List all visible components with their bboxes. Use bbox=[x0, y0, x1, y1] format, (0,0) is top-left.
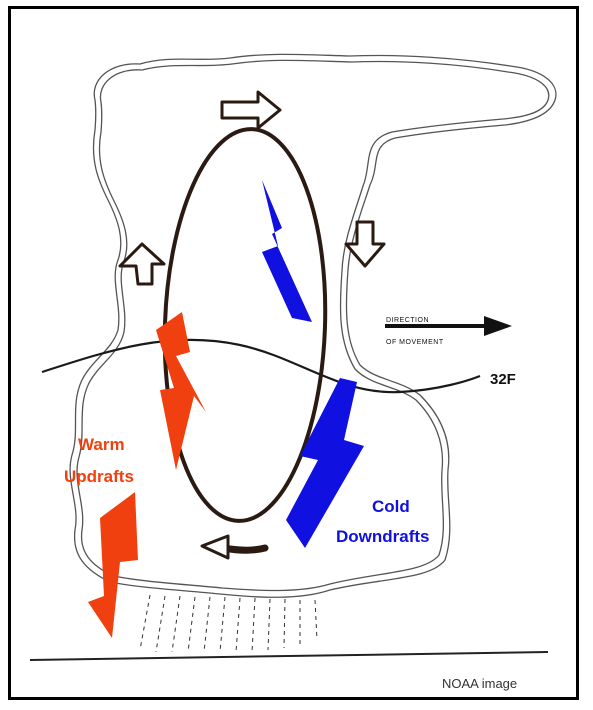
direction-label-line1: DIRECTION bbox=[386, 317, 429, 324]
warm-updrafts-label-line1: Warm bbox=[78, 435, 125, 454]
cold-downdraft-bolt bbox=[262, 180, 364, 548]
cold-downdrafts-label-line2: Downdrafts bbox=[336, 527, 430, 546]
hollow-arrow-icon bbox=[202, 536, 265, 558]
freezing-level-label: 32F bbox=[490, 371, 516, 388]
warm-updrafts-label-line2: Updrafts bbox=[64, 467, 134, 486]
hollow-arrow-icon bbox=[222, 92, 280, 128]
rain-streaks bbox=[140, 595, 317, 652]
hollow-arrow-icon bbox=[346, 222, 384, 266]
direction-label-line2: OF MOVEMENT bbox=[386, 339, 444, 346]
cold-downdrafts-label-line1: Cold bbox=[372, 497, 410, 516]
ground-line bbox=[30, 652, 548, 660]
image-credit: NOAA image bbox=[442, 676, 517, 691]
